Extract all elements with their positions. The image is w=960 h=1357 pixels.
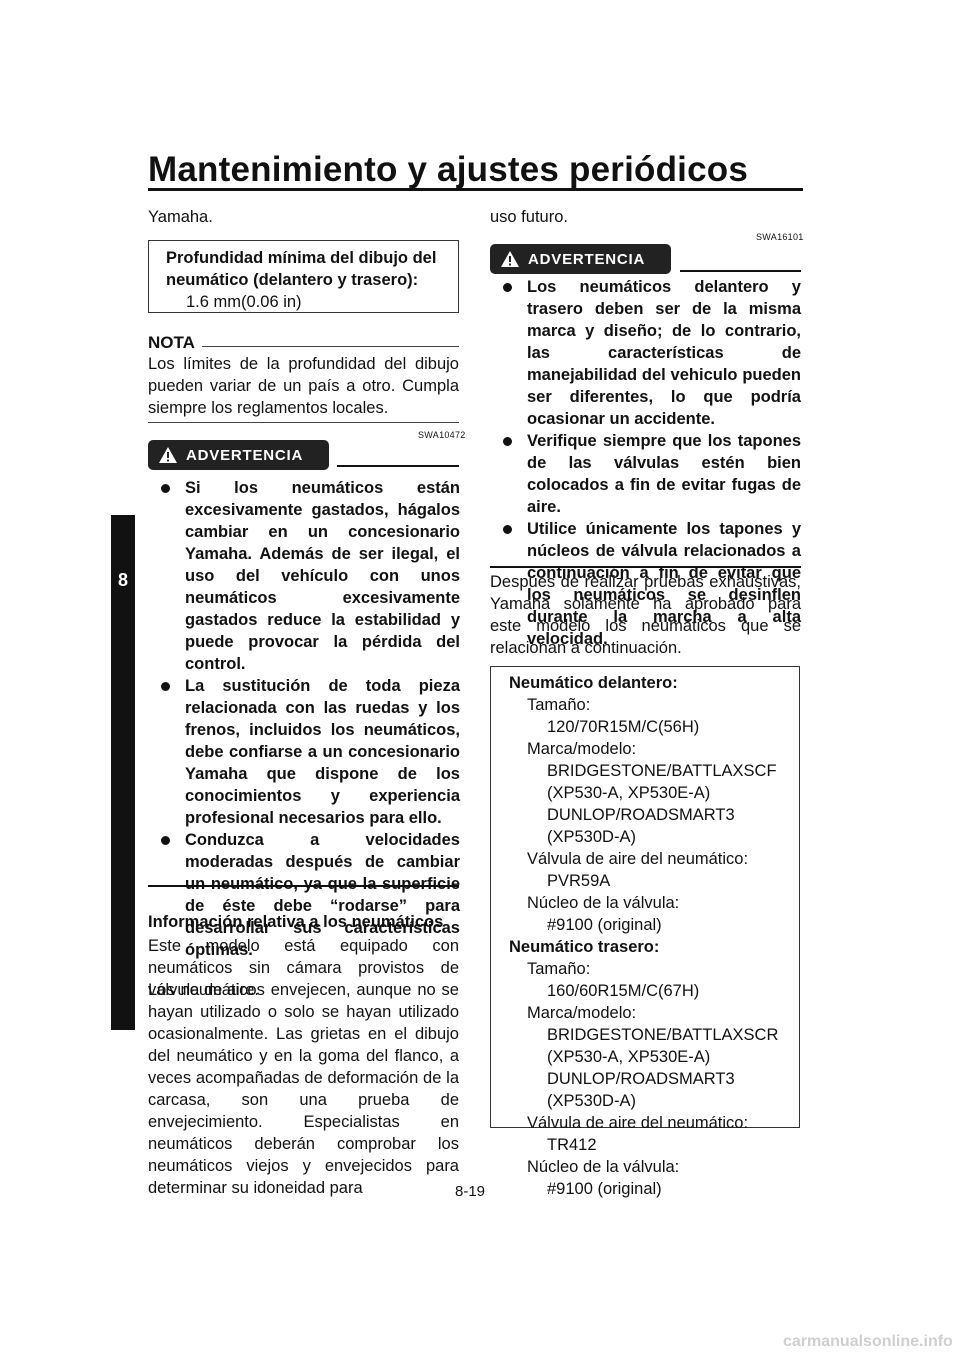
rear-tire-heading: Neumático trasero: — [509, 938, 660, 956]
bullet-icon — [161, 484, 170, 493]
warning-badge: ADVERTENCIA — [148, 440, 329, 470]
warning-item: Si los neumáticos están excesivamente ga… — [157, 477, 460, 675]
front-brand2: DUNLOP/ROADSMART3 — [547, 806, 735, 824]
tire-info-para1: Este modelo está equipado con neumáticos… — [148, 937, 459, 999]
rear-brand1-models: (XP530-A, XP530E-A) — [547, 1048, 711, 1066]
tread-depth-value: 1.6 mm(0.06 in) — [186, 293, 302, 311]
warning-code: SWA10472 — [418, 430, 466, 440]
approved-tires-text: Después de realizar pruebas exhaustivas,… — [490, 573, 801, 657]
chapter-tab — [111, 515, 135, 1030]
rear-brand2: DUNLOP/ROADSMART3 — [547, 1070, 735, 1088]
front-size-value: 120/70R15M/C(56H) — [547, 718, 700, 736]
warning-item: Verifique siempre que los tapones de las… — [499, 430, 801, 518]
rear-brand1: BRIDGESTONE/BATTLAXSCR — [547, 1026, 779, 1044]
nota-end-rule — [148, 422, 459, 423]
warning-end-rule — [490, 566, 801, 568]
bullet-icon — [503, 525, 512, 534]
page-title: Mantenimiento y ajustes periódicos — [148, 150, 748, 189]
warning-badge: ADVERTENCIA — [490, 244, 671, 274]
warning-end-rule — [148, 885, 459, 887]
page-number: 8-19 — [455, 1183, 486, 1200]
warning-label: ADVERTENCIA — [186, 446, 304, 464]
front-valve-value: PVR59A — [547, 872, 611, 890]
bullet-icon — [161, 682, 170, 691]
warning-triangle-icon — [159, 447, 177, 463]
rear-valve-value: TR412 — [547, 1136, 597, 1154]
nota-rule — [202, 346, 459, 347]
warning-triangle-icon — [501, 251, 519, 267]
rear-size-value: 160/60R15M/C(67H) — [547, 982, 700, 1000]
nota-text: Los límites de la profundidad del dibujo… — [148, 355, 459, 417]
tire-info-para2: Los neumáticos envejecen, aunque no se h… — [148, 981, 459, 1197]
warning-item: Utilice únicamente los tapones y núcleos… — [499, 518, 801, 650]
front-brand2-models: (XP530D-A) — [547, 828, 636, 846]
front-brand1: BRIDGESTONE/BATTLAXSCF — [547, 762, 777, 780]
chapter-number: 8 — [117, 570, 128, 590]
front-size-label: Tamaño: — [527, 696, 591, 714]
front-core-value: #9100 (original) — [547, 916, 662, 934]
warning-rule — [680, 270, 801, 272]
warning-item: Conduzca a velocidades moderadas después… — [157, 829, 460, 961]
intro-text: Yamaha. — [148, 208, 213, 226]
rear-brand2-models: (XP530D-A) — [547, 1092, 636, 1110]
warning-item: Los neumáticos delantero y trasero deben… — [499, 276, 801, 430]
front-tire-heading: Neumático delantero: — [509, 674, 678, 692]
intro-text-right: uso futuro. — [490, 208, 568, 226]
tread-depth-box: Profundidad mínima del dibujo del neumát… — [148, 240, 459, 313]
bullet-icon — [503, 283, 512, 292]
tire-specs-box: Neumático delantero: Tamaño: 120/70R15M/… — [490, 666, 800, 1198]
rear-core-value: #9100 (original) — [547, 1180, 662, 1198]
bullet-icon — [503, 437, 512, 446]
front-core-label: Núcleo de la válvula: — [527, 894, 680, 912]
rear-core-label: Núcleo de la válvula: — [527, 1158, 680, 1176]
warning-rule — [337, 465, 459, 467]
warning-label: ADVERTENCIA — [528, 250, 646, 268]
tire-info-heading: Información relativa a los neumáticos — [148, 913, 444, 931]
rear-brand-label: Marca/modelo: — [527, 1004, 637, 1022]
rear-size-label: Tamaño: — [527, 960, 591, 978]
title-rule — [148, 188, 803, 191]
front-valve-label: Válvula de aire del neumático: — [527, 850, 749, 868]
warning-list: Si los neumáticos están excesivamente ga… — [157, 477, 460, 961]
warning-item: La sustitución de toda pieza relacionada… — [157, 675, 460, 829]
warning-code: SWA16101 — [756, 232, 804, 242]
rear-valve-label: Válvula de aire del neumático: — [527, 1114, 749, 1132]
nota-heading: NOTA — [148, 333, 195, 352]
front-brand1-models: (XP530-A, XP530E-A) — [547, 784, 711, 802]
front-brand-label: Marca/modelo: — [527, 740, 637, 758]
warning-list: Los neumáticos delantero y trasero deben… — [499, 276, 801, 650]
watermark: carmanualsonline.info — [783, 1333, 953, 1350]
tread-depth-label: Profundidad mínima del dibujo del neumát… — [166, 249, 437, 289]
bullet-icon — [161, 836, 170, 845]
